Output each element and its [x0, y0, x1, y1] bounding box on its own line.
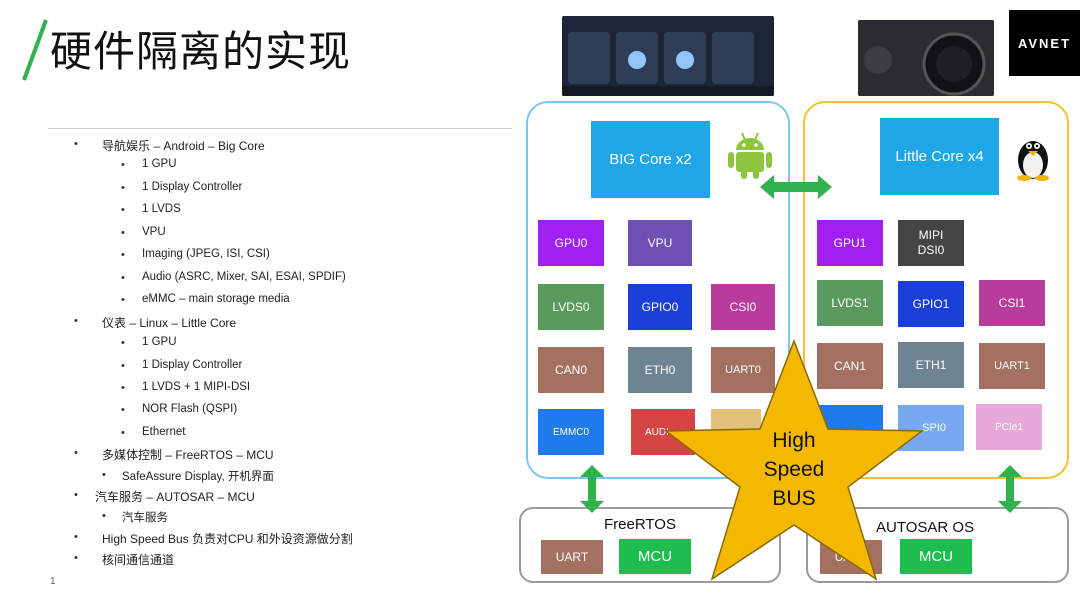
freertos-uart-block: UART [541, 540, 603, 574]
uart1-block: UART1 [979, 343, 1045, 389]
bullet-marker: • [121, 382, 125, 394]
csi1-block: CSI1 [979, 280, 1045, 326]
list-item: 导航娱乐 – Android – Big Core [102, 139, 265, 153]
can0-block: CAN0 [538, 347, 604, 393]
high-speed-bus-label: High Speed BUS [763, 429, 825, 510]
bullet-marker: • [74, 552, 78, 564]
list-item: NOR Flash (QSPI) [142, 403, 238, 415]
freertos-link-arrow [580, 465, 604, 513]
freertos-label: FreeRTOS [604, 516, 676, 533]
list-item: Audio (ASRC, Mixer, SAI, ESAI, SPDIF) [142, 271, 346, 283]
little-core-block: Little Core x4 [880, 118, 999, 195]
bullet-marker: • [74, 138, 78, 150]
lvds1-block: LVDS1 [817, 280, 883, 326]
bullet-marker: • [74, 315, 78, 327]
uart0-block: UART0 [711, 347, 775, 393]
bullet-marker: • [121, 427, 125, 439]
high-speed-bus-star [663, 338, 925, 581]
list-item: 1 GPU [142, 336, 177, 348]
bullet-marker: • [121, 404, 125, 416]
list-item: 仪表 – Linux – Little Core [102, 316, 237, 330]
bullet-marker: • [121, 182, 125, 194]
autosar-box [806, 507, 1069, 583]
bullet-marker: • [121, 272, 125, 284]
eth1-block: ETH1 [898, 342, 964, 388]
list-item: 1 Display Controller [142, 359, 243, 371]
vpu-block: VPU [628, 220, 692, 266]
bullet-marker: • [121, 337, 125, 349]
list-item: 核间通信通道 [102, 553, 175, 567]
bullet-marker: • [121, 294, 125, 306]
bullet-marker: • [74, 531, 78, 543]
autosar-link-arrow [998, 465, 1022, 513]
core-interconnect-arrow [760, 175, 832, 199]
list-item: 1 LVDS [142, 203, 181, 215]
bullet-marker: • [121, 249, 125, 261]
list-item: 汽车服务 – AUTOSAR – MCU [95, 490, 255, 504]
can1-block: CAN1 [817, 343, 883, 389]
list-item: SafeAssure Display, 开机界面 [122, 471, 274, 483]
csi0-block: CSI0 [711, 284, 775, 330]
bullet-marker: • [74, 489, 78, 501]
list-item: 1 GPU [142, 158, 177, 170]
bullet-marker: • [121, 360, 125, 372]
list-item: 1 LVDS + 1 MIPI-DSI [142, 381, 251, 393]
page-number: 1 [50, 576, 56, 587]
linux-domain-box [803, 101, 1069, 479]
list-item: Ethernet [142, 426, 186, 438]
page-title: 硬件隔离的实现 [50, 28, 352, 75]
pcie1-block: PCIe1 [976, 404, 1042, 450]
bullet-marker: • [121, 204, 125, 216]
linux-tux-icon [1017, 141, 1049, 181]
lvds0-block: LVDS0 [538, 284, 604, 330]
mipi-dsi0-block: MIPI DSI0 [898, 220, 964, 266]
title-slash-accent [22, 19, 48, 81]
bullet-marker: • [102, 510, 106, 522]
gpio1-block: GPIO1 [898, 281, 964, 327]
freertos-mcu-block: MCU [619, 539, 691, 574]
bullet-marker: • [74, 447, 78, 459]
freertos-box [519, 507, 781, 583]
avnet-logo: AVNET [1009, 10, 1080, 76]
title-divider [48, 128, 512, 129]
android-domain-box [526, 101, 790, 479]
list-item: 1 Display Controller [142, 181, 243, 193]
bullet-marker: • [102, 469, 106, 481]
list-item: 汽车服务 [122, 512, 168, 524]
cluster-screenshot [858, 20, 994, 96]
list-item: Imaging (JPEG, ISI, CSI) [142, 248, 270, 260]
bullet-marker: • [121, 159, 125, 171]
list-item: High Speed Bus 负责对CPU 和外设资源做分割 [102, 532, 353, 546]
gpu1-block: GPU1 [817, 220, 883, 266]
android-robot-icon [728, 132, 772, 179]
eth0-block: ETH0 [628, 347, 692, 393]
emmc0-block: EMMC0 [538, 409, 604, 455]
list-item: 多媒体控制 – FreeRTOS – MCU [102, 448, 274, 462]
qspi-block: SPI0 [898, 405, 964, 451]
autosar-label: AUTOSAR OS [876, 519, 975, 536]
gpu0-block: GPU0 [538, 220, 604, 266]
bullet-marker: • [121, 227, 125, 239]
autosar-mcu-block: MCU [900, 539, 972, 574]
list-item: VPU [142, 226, 166, 238]
infotainment-screenshot [562, 16, 774, 96]
gpio0-block: GPIO0 [628, 284, 692, 330]
list-item: eMMC – main storage media [142, 293, 290, 305]
big-core-block: BIG Core x2 [591, 121, 710, 198]
